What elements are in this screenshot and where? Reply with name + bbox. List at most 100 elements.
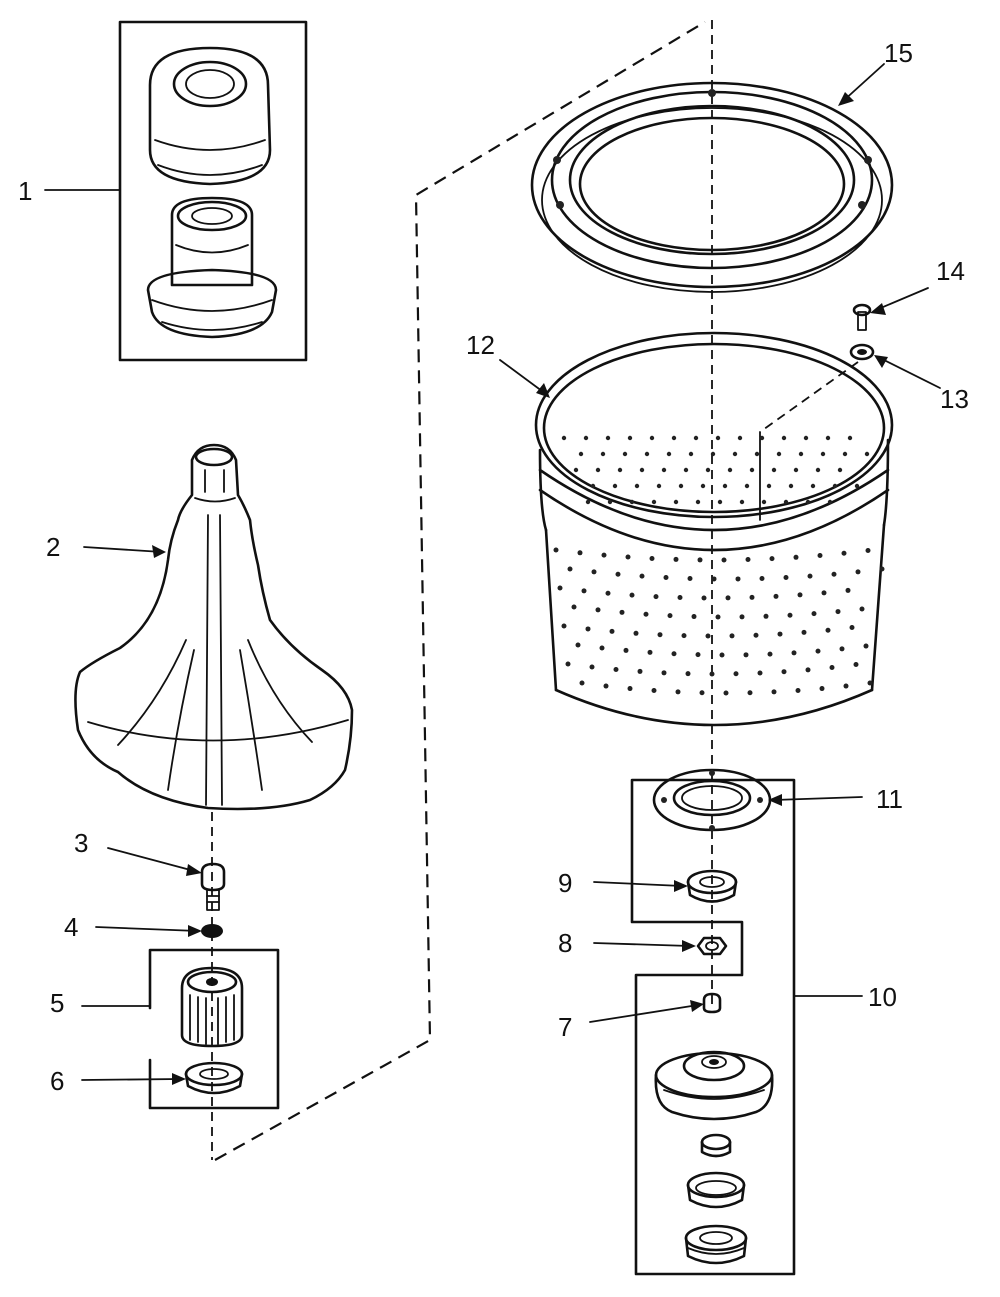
perforation-hole	[867, 680, 873, 686]
perforation-hole	[757, 670, 763, 676]
perforation-hole	[721, 557, 727, 563]
perforation-hole	[777, 631, 783, 637]
perforation-hole	[581, 588, 587, 594]
perforation-hole	[590, 483, 596, 489]
perforation-hole	[557, 585, 563, 591]
perforation-hole	[561, 435, 567, 441]
perforation-hole	[678, 483, 684, 489]
part-6-seal	[184, 1061, 244, 1095]
perforation-hole	[744, 483, 750, 489]
perforation-hole	[715, 614, 721, 620]
perforation-hole	[595, 467, 601, 473]
perforation-hole	[627, 686, 633, 692]
perforation-hole	[805, 499, 811, 505]
leader-8-arrowhead	[682, 940, 696, 952]
perforation-hole	[615, 571, 621, 577]
perforation-hole	[863, 643, 869, 649]
perforation-hole	[821, 590, 827, 596]
perforation-hole	[783, 575, 789, 581]
perforation-hole	[801, 629, 807, 635]
callout-9: 9	[558, 868, 572, 898]
leader-14-arrowhead	[870, 303, 886, 315]
perforation-hole	[651, 499, 657, 505]
perforation-hole	[807, 573, 813, 579]
perforation-hole	[656, 483, 662, 489]
perforation-hole	[745, 557, 751, 563]
part-7-small-nut	[702, 992, 722, 1014]
perforation-hole	[675, 689, 681, 695]
perforation-hole	[711, 576, 717, 582]
perforation-hole	[753, 632, 759, 638]
perforation-hole	[695, 499, 701, 505]
part-14-screw	[852, 303, 872, 331]
leader-3-arrowhead	[186, 864, 202, 876]
perforation-hole	[575, 642, 581, 648]
perforation-hole	[595, 607, 601, 613]
perforation-hole	[605, 435, 611, 441]
leader-12-arrowhead	[536, 383, 550, 398]
perforation-hole	[657, 632, 663, 638]
perforation-hole	[617, 467, 623, 473]
part-9-bearing	[686, 869, 738, 903]
lower-hub-assembly	[654, 1050, 774, 1121]
perforation-hole	[710, 451, 716, 457]
perforation-hole	[853, 662, 859, 668]
perforation-hole	[600, 451, 606, 457]
perforation-hole	[644, 451, 650, 457]
perforation-hole	[795, 688, 801, 693]
callout-11: 11	[876, 784, 903, 814]
callout-10: 10	[868, 982, 897, 1012]
part-8-nut	[696, 936, 728, 956]
perforation-hole	[781, 669, 787, 675]
leader-11-arrowhead	[768, 794, 782, 806]
perforation-hole	[599, 645, 605, 651]
perforation-hole	[773, 593, 779, 599]
perforation-hole	[649, 555, 655, 561]
perforation-hole	[766, 483, 772, 489]
leader-9	[593, 881, 683, 887]
perforation-hole	[820, 451, 826, 457]
leader-2-arrowhead	[152, 545, 166, 558]
callout-4: 4	[64, 912, 78, 942]
callout-7: 7	[558, 1012, 572, 1042]
perforation-hole	[743, 652, 749, 658]
perforation-hole	[622, 451, 628, 457]
perforation-hole	[749, 594, 755, 600]
perforation-hole	[771, 467, 777, 473]
perforation-hole	[567, 566, 573, 572]
perforation-hole	[793, 554, 799, 560]
perforation-hole	[805, 667, 811, 673]
leader-6-arrowhead	[172, 1073, 186, 1085]
perforation-hole	[769, 556, 775, 562]
lower-cup-seal	[686, 1171, 746, 1209]
perforation-hole	[633, 630, 639, 636]
assembly-path-line	[214, 21, 706, 1161]
callout-5: 5	[50, 988, 64, 1018]
perforation-hole	[837, 467, 843, 473]
perforation-hole	[673, 499, 679, 505]
perforation-hole	[700, 483, 706, 489]
perforation-hole	[842, 451, 848, 457]
perforation-hole	[781, 435, 787, 441]
perforation-hole	[671, 435, 677, 441]
leader-4	[95, 926, 199, 932]
perforation-hole	[747, 690, 753, 696]
perforation-hole	[811, 611, 817, 617]
perforation-hole	[625, 554, 631, 560]
perforation-hole	[864, 451, 870, 457]
leader-6	[81, 1078, 181, 1081]
perforation-hole	[759, 575, 765, 581]
perforation-hole	[671, 651, 677, 657]
leader-4-arrowhead	[188, 925, 202, 937]
perforation-hole	[627, 435, 633, 441]
perforation-hole	[725, 595, 731, 601]
leader-2	[83, 546, 163, 553]
perforation-hole	[639, 573, 645, 579]
perforation-hole	[832, 483, 838, 489]
perforation-hole	[733, 671, 739, 677]
lower-bushing	[700, 1133, 732, 1158]
perforation-hole	[723, 690, 729, 696]
perforation-hole	[553, 547, 559, 553]
